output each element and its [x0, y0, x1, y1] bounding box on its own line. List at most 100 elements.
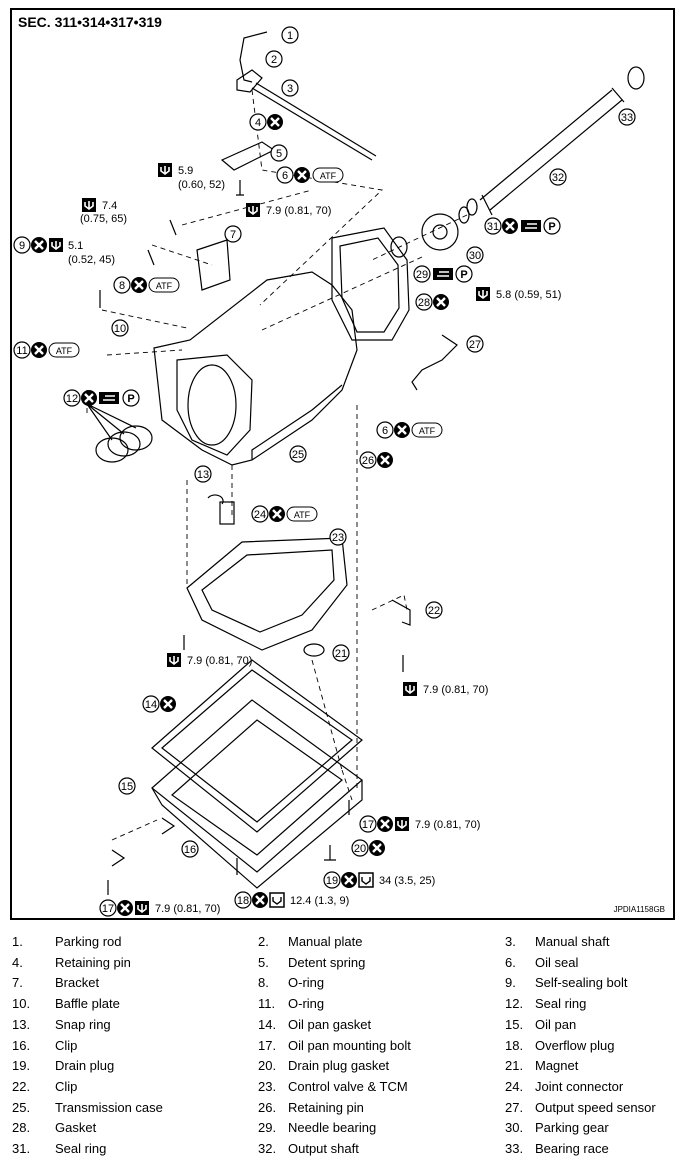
legend-label: Oil pan [535, 1016, 577, 1032]
grease-icon [432, 267, 454, 281]
callout-17a: 17 [359, 815, 377, 833]
output-speed-sensor-shape [411, 334, 458, 391]
legend-label: Parking rod [55, 934, 122, 949]
torque-12-4: 12.4 (1.3, 9) [290, 895, 349, 907]
drain-plug-shape [324, 845, 336, 861]
petroleum-jelly-icon: P [122, 389, 140, 407]
svg-text:16: 16 [184, 844, 196, 856]
callout-group: 1 2 3 4 5 6 ATF 7 8 ATF 9 5.1 (0.52, 45)… [13, 26, 636, 918]
torque-icon [245, 202, 261, 218]
callout-1: 1 [281, 26, 299, 44]
svg-text:33: 33 [621, 112, 633, 124]
oil-pan-gasket-shape [151, 659, 363, 833]
manual-shaft-shape [251, 82, 377, 161]
legend-number: 8. [258, 975, 269, 991]
legend-label: Magnet [535, 1058, 579, 1074]
legend-number: 20. [258, 1058, 277, 1074]
torque-7-9-e: 7.9 (0.81, 70) [155, 903, 220, 915]
svg-text:25: 25 [292, 449, 304, 461]
torque-icon [269, 892, 285, 908]
svg-text:ATF: ATF [419, 426, 436, 436]
legend-label: Clip [55, 1078, 78, 1094]
legend-label: Transmission case [55, 1099, 163, 1115]
guide-lines [86, 89, 468, 841]
callout-20: 20 [351, 839, 369, 857]
legend-label: Oil seal [535, 954, 579, 970]
legend-number: 15. [505, 1016, 524, 1032]
torque-5-9-imperial: (0.60, 52) [178, 179, 225, 191]
callout-14: 14 [142, 695, 160, 713]
legend-number: 21. [505, 1058, 524, 1074]
legend-number: 24. [505, 1078, 524, 1094]
svg-text:2: 2 [271, 54, 277, 66]
torque-7-9-b: 7.9 (0.81, 70) [187, 655, 252, 667]
discard-icon [115, 898, 135, 918]
atf-badge-11: ATF [48, 342, 80, 358]
discard-icon [431, 292, 451, 312]
torque-7-9-c: 7.9 (0.81, 70) [423, 684, 488, 696]
svg-text:6: 6 [282, 170, 288, 182]
grease-icon [520, 219, 542, 233]
legend-number: 12. [505, 996, 524, 1012]
legend-number: 30. [505, 1120, 524, 1136]
svg-text:P: P [127, 393, 134, 405]
legend-number: 2. [258, 934, 269, 949]
torque-icon [475, 286, 491, 302]
svg-text:ATF: ATF [156, 281, 173, 291]
parking-gear-shape [421, 213, 459, 251]
legend-label: Manual plate [288, 934, 363, 949]
petroleum-jelly-icon: P [455, 265, 473, 283]
legend-number: 17. [258, 1037, 277, 1053]
legend-number: 18. [505, 1037, 524, 1053]
petroleum-jelly-icon: P [543, 217, 561, 235]
discard-icon [29, 235, 49, 255]
torque-5-9: 5.9 [178, 165, 193, 177]
svg-text:19: 19 [326, 875, 338, 887]
svg-text:4: 4 [255, 117, 261, 129]
legend-number: 27. [505, 1099, 524, 1115]
legend-number: 6. [505, 954, 516, 970]
grease-icon [98, 391, 120, 405]
svg-text:11: 11 [16, 345, 27, 357]
control-valve-shape [186, 537, 348, 651]
manual-plate-shape [236, 69, 263, 93]
output-shaft-shape [479, 89, 623, 211]
svg-text:3: 3 [287, 83, 293, 95]
discard-icon [392, 420, 412, 440]
legend-label: Retaining pin [55, 954, 131, 970]
legend-number: 29. [258, 1120, 277, 1136]
legend-label: Needle bearing [288, 1120, 377, 1136]
callout-31: 31 [484, 217, 502, 235]
callout-25: 25 [289, 445, 307, 463]
callout-8: 8 [113, 276, 131, 294]
legend-label: O-ring [288, 996, 325, 1012]
legend-number: 9. [505, 975, 516, 991]
svg-text:14: 14 [145, 699, 157, 711]
discard-icon [250, 890, 270, 910]
legend-label: Drain plug [55, 1058, 115, 1074]
torque-icon [402, 681, 418, 697]
figure-code: JPDIA1158GB [613, 905, 665, 914]
svg-text:7: 7 [230, 229, 236, 241]
discard-icon [375, 450, 395, 470]
discard-icon [292, 165, 312, 185]
legend-number: 3. [505, 934, 516, 949]
discard-icon [129, 275, 149, 295]
callout-15: 15 [118, 777, 136, 795]
svg-text:15: 15 [121, 781, 133, 793]
legend-label: Gasket [55, 1120, 97, 1136]
atf-badge-6b: ATF [411, 422, 443, 438]
legend-label: Oil pan gasket [288, 1016, 372, 1032]
legend-label: Oil pan mounting bolt [288, 1037, 411, 1053]
svg-text:29: 29 [416, 269, 428, 281]
callout-23: 23 [329, 528, 347, 546]
legend-label: Overflow plug [535, 1037, 615, 1053]
svg-text:18: 18 [237, 895, 249, 907]
discard-icon [367, 838, 387, 858]
svg-text:27: 27 [469, 339, 481, 351]
